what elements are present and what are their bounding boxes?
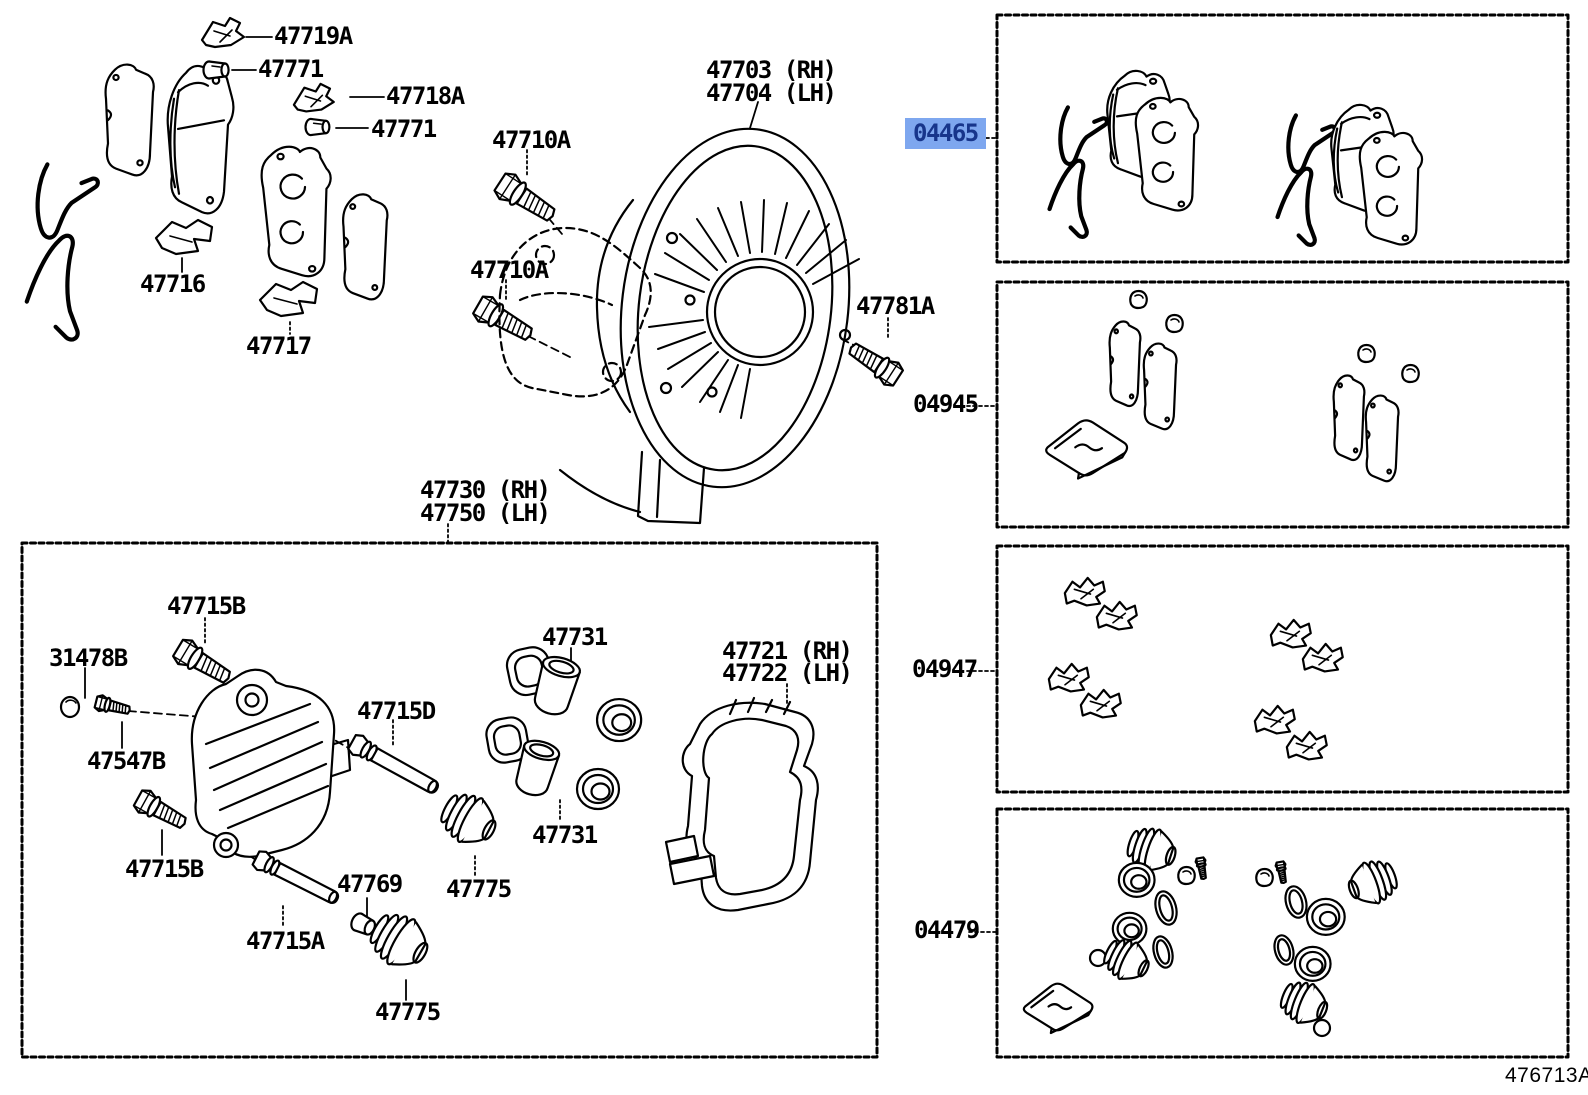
drawing-code: 476713A	[1505, 1064, 1588, 1087]
part-label-47775-right: 47775	[446, 875, 512, 903]
pad-clip-47719A	[200, 16, 246, 49]
wear-indicator-wire	[27, 236, 78, 340]
kit-label-04479: 04479	[914, 916, 980, 944]
caliper-assembly-box	[22, 543, 877, 1057]
part-label-47769: 47769	[337, 870, 403, 898]
pad-pin-47771	[202, 60, 230, 80]
brake-pad-inner	[260, 145, 332, 278]
part-label-47731-lower: 47731	[532, 821, 598, 849]
cap-31478B	[61, 697, 79, 717]
bleeder-plug-47547B	[93, 693, 133, 719]
part-label-47722-lh: 47722 (LH)	[722, 659, 853, 687]
cylinder-kit-box	[997, 809, 1568, 1057]
caliper-bracket-47721	[666, 698, 818, 911]
caliper-body	[192, 670, 350, 857]
part-label-47771-upper: 47771	[258, 55, 324, 83]
slide-pin-47715A	[250, 847, 343, 910]
dust-shield-illustration	[560, 116, 869, 523]
anti-squeal-shim	[342, 193, 389, 301]
bolt-47710A-lower	[469, 291, 539, 349]
bolt-47781A	[842, 335, 907, 391]
fitting-kit-contents	[1047, 576, 1344, 761]
part-label-47721-rh: 47721 (RH)	[722, 637, 853, 665]
part-label-47703-rh: 47703 (RH)	[706, 56, 837, 84]
pad-kit-box	[997, 15, 1568, 262]
part-label-31478b: 31478B	[49, 644, 128, 672]
shim-kit-contents	[1045, 289, 1420, 482]
anti-squeal-shim	[104, 63, 155, 177]
part-label-47715d: 47715D	[357, 697, 436, 725]
kit-label-04947: 04947	[912, 655, 978, 683]
pad-kit-contents	[1047, 69, 1424, 247]
part-label-47775-left: 47775	[375, 998, 441, 1026]
wear-indicator-wire	[38, 164, 98, 237]
kit-boxes	[22, 15, 1568, 1057]
part-label-47715b-lower: 47715B	[125, 855, 204, 883]
part-label-47719a: 47719A	[274, 22, 353, 50]
pad-clip-47718A	[292, 82, 335, 113]
part-label-47710a-upper: 47710A	[492, 126, 571, 154]
part-label-47717: 47717	[246, 332, 312, 360]
part-label-47771-lower: 47771	[371, 115, 437, 143]
shim-kit-box	[997, 282, 1568, 527]
kit-label-04465-selected[interactable]: 04465	[905, 118, 986, 149]
part-label-47781a: 47781A	[856, 292, 935, 320]
part-label-47731-upper: 47731	[542, 623, 608, 651]
part-label-47716: 47716	[140, 270, 206, 298]
part-label-47750-lh: 47750 (LH)	[420, 499, 551, 527]
pad-support-plate-47716	[156, 220, 212, 254]
part-label-47715b-upper: 47715B	[167, 592, 246, 620]
part-label-47730-rh: 47730 (RH)	[420, 476, 551, 504]
part-label-47715a: 47715A	[246, 927, 325, 955]
bolt-47715B-lower	[130, 786, 192, 836]
cylinder-kit-contents	[1023, 821, 1403, 1036]
part-label-47710a-lower: 47710A	[470, 256, 549, 284]
pin-boot-47775-right	[432, 784, 506, 855]
bolt-47715B-upper	[169, 635, 237, 692]
pin-boot-47775-lower	[361, 903, 439, 979]
part-label-47718a: 47718A	[386, 82, 465, 110]
fitting-kit-box	[997, 546, 1568, 792]
caliper-illustration	[61, 635, 818, 979]
pad-shim-exploded-view	[27, 16, 389, 340]
pad-pin-47771	[304, 117, 331, 137]
pad-support-plate-47717	[260, 282, 317, 316]
brake-pad	[166, 64, 235, 215]
kit-label-04945: 04945	[913, 390, 979, 418]
steering-knuckle-illustration	[499, 228, 650, 396]
part-label-47547b: 47547B	[87, 747, 166, 775]
slide-pin-47715D	[345, 731, 444, 800]
piston-seal-group-47731	[482, 643, 643, 811]
leader-lines	[85, 37, 996, 1000]
part-label-47704-lh: 47704 (LH)	[706, 79, 837, 107]
